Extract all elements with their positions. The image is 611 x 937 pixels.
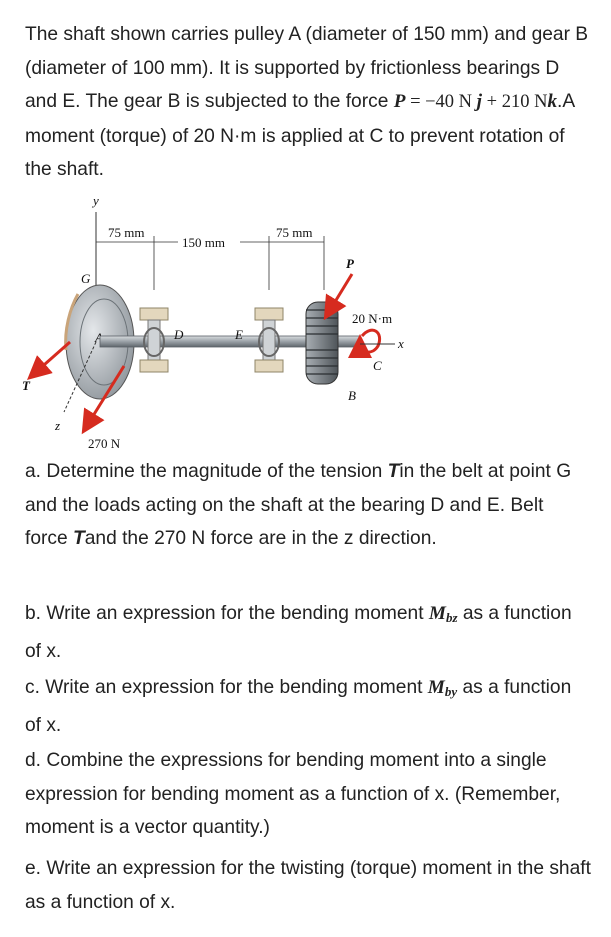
- question-a-text-1: a. Determine the magnitude of the tensio…: [25, 461, 388, 482]
- question-a: a. Determine the magnitude of the tensio…: [25, 455, 591, 556]
- unit-vector-j: j: [476, 91, 483, 112]
- bearing-d-ring: [143, 327, 165, 357]
- bearing-e-base: [254, 359, 284, 373]
- z-axis: [63, 341, 97, 413]
- bearing-d-base: [139, 359, 169, 373]
- moment-mby-subscript: by: [444, 684, 458, 699]
- x-axis-label: x: [397, 336, 404, 351]
- question-e: e. Write an expression for the twisting …: [25, 858, 591, 913]
- dimension-label-bg: [178, 234, 240, 250]
- force-270-arrow: [81, 365, 126, 435]
- bearing-e-label: E: [234, 327, 243, 342]
- point-g-label: G: [81, 271, 91, 286]
- question-c: c. Write an expression for the bending m…: [25, 671, 591, 742]
- intro-text-2: .A moment (torque) of 20 N·m is applied …: [25, 91, 575, 180]
- bearing-d-label: D: [173, 327, 184, 342]
- tension-t-symbol-2: T: [73, 528, 85, 549]
- bearing-d-top: [139, 307, 169, 321]
- tension-t-symbol: T: [387, 461, 400, 482]
- point-a-label: A: [94, 330, 103, 345]
- force-expression-2: + 210 N: [482, 92, 548, 112]
- question-b-text-1: b. Write an expression for the bending m…: [25, 603, 429, 624]
- question-c-text-1: c. Write an expression for the bending m…: [25, 677, 428, 698]
- question-b-text-2: as a function of x.: [25, 603, 572, 662]
- question-b: b. Write an expression for the bending m…: [25, 597, 591, 668]
- problem-statement: The shaft shown carries pulley A (diamet…: [25, 18, 591, 187]
- gear-b-label: B: [348, 388, 356, 403]
- dimension-middle: 150 mm: [182, 235, 225, 250]
- moment-mbz-symbol: M: [428, 603, 446, 624]
- force-p-label: P: [346, 256, 355, 271]
- z-axis-label: z: [54, 418, 60, 433]
- force-p-arrow: [323, 273, 354, 321]
- moment-arrow: [348, 328, 381, 359]
- force-270-label: 270 N: [88, 436, 121, 451]
- force-expression-1: = −40 N: [405, 92, 477, 112]
- force-p-symbol: P: [393, 91, 406, 112]
- question-a-text-3: and the 270 N force are in the z directi…: [84, 528, 437, 549]
- moment-mby-symbol: M: [427, 677, 445, 698]
- question-c-text-2: as a function of x.: [25, 677, 572, 736]
- question-a-text-2: in the belt at point G and the loads act…: [25, 461, 572, 549]
- dimension-left: 75 mm: [108, 225, 144, 240]
- y-axis-label: y: [91, 193, 99, 208]
- belt-force-t-label: T: [22, 378, 31, 393]
- shaft-figure: y 75 mm 150 mm 75 mm G A D E B P 20 N·m …: [22, 193, 404, 451]
- moment-label: 20 N·m: [352, 311, 392, 326]
- dimension-right: 75 mm: [276, 225, 312, 240]
- belt-force-t-arrow: [27, 340, 71, 380]
- point-c-label: C: [373, 358, 382, 373]
- unit-vector-k: k: [547, 91, 558, 112]
- gear-b: [305, 301, 339, 385]
- intro-text-1: The shaft shown carries pulley A (diamet…: [25, 24, 589, 112]
- bearing-e-ring: [258, 327, 280, 357]
- moment-mbz-subscript: bz: [445, 610, 458, 625]
- bearing-e-top: [254, 307, 284, 321]
- question-d: d. Combine the expressions for bending m…: [25, 750, 561, 838]
